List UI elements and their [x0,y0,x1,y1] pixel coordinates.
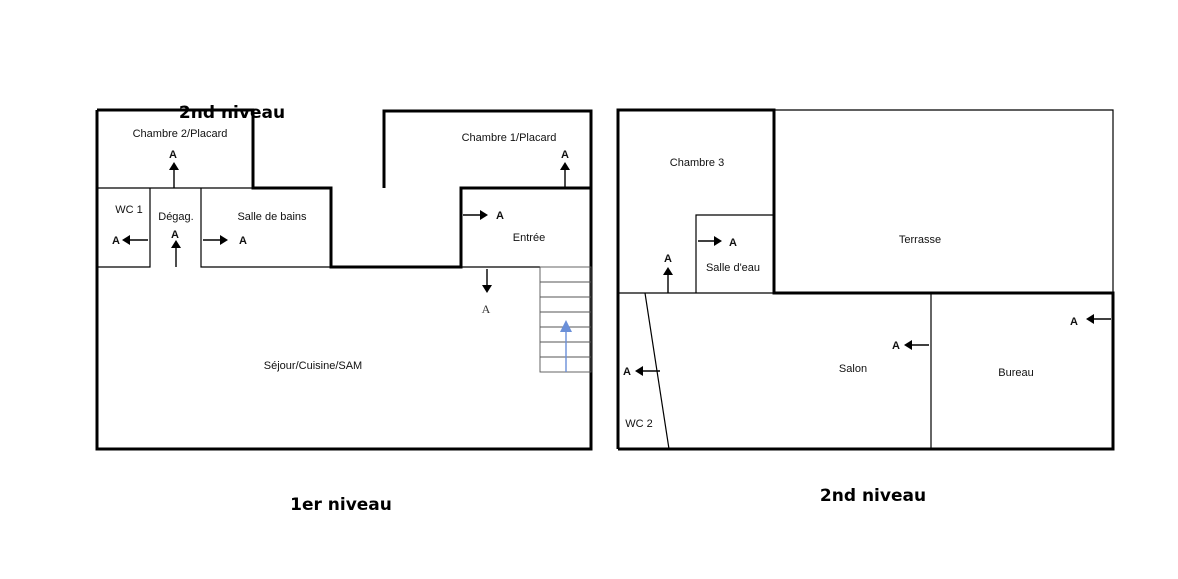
svg-text:A: A [171,229,179,241]
marker-a-wc2: A [623,366,660,378]
salle-eau-wall [695,214,774,293]
room-label-salle-eau: Salle d'eau [706,262,760,274]
wc1-wall [97,188,151,268]
marker-a-salle-eau: A [698,236,737,249]
room-label-chambre2: Chambre 2/Placard [133,128,228,140]
svg-text:A: A [496,210,504,222]
terrasse-outline [774,109,1114,293]
svg-text:A: A [623,366,631,378]
svg-text:A: A [892,340,900,352]
marker-a-chambre1: A [560,149,570,188]
room-label-entree: Entrée [513,232,545,244]
marker-a-entree: A [463,210,504,222]
room-label-degag: Dégag. [158,211,193,223]
marker-a-sejour: A [482,269,492,316]
room-label-salon: Salon [839,363,867,375]
sdb-wall [200,188,331,268]
room-label-bureau: Bureau [998,367,1033,379]
marker-a-wc1: A [112,235,148,247]
svg-text:A: A [729,237,737,249]
floor2-plan: Chambre 3 Terrasse Salle d'eau Salon Bur… [616,108,1115,506]
marker-a-sdb: A [203,235,247,247]
marker-a-salon: A [892,340,929,352]
staircase [539,266,592,373]
marker-a-bureau: A [1070,314,1111,328]
room-label-terrasse: Terrasse [899,234,941,246]
svg-text:A: A [169,149,177,161]
svg-text:A: A [561,149,569,161]
floor1-plan: Chambre 2/Placard Chambre 1/Placard WC 1… [95,103,593,515]
marker-a-chambre3: A [663,253,673,293]
stair-direction-arrow-icon [560,320,572,332]
svg-text:A: A [112,235,120,247]
floor2-caption: 2nd niveau [820,486,926,506]
svg-text:A: A [482,302,491,316]
chambre1-wall [382,109,593,190]
svg-text:A: A [1070,316,1078,328]
room-label-chambre1: Chambre 1/Placard [462,132,557,144]
marker-a-degag: A [171,229,181,267]
room-label-sdb: Salle de bains [237,211,307,223]
floor1-overlay-title: 2nd niveau [179,103,285,123]
marker-a-chambre2: A [169,149,179,188]
svg-text:A: A [664,253,672,265]
room-label-wc2: WC 2 [625,418,653,430]
room-label-sejour: Séjour/Cuisine/SAM [264,360,362,372]
room-label-chambre3: Chambre 3 [670,157,724,169]
room-label-wc1: WC 1 [115,204,143,216]
svg-text:A: A [239,235,247,247]
floor1-caption: 1er niveau [290,495,392,515]
